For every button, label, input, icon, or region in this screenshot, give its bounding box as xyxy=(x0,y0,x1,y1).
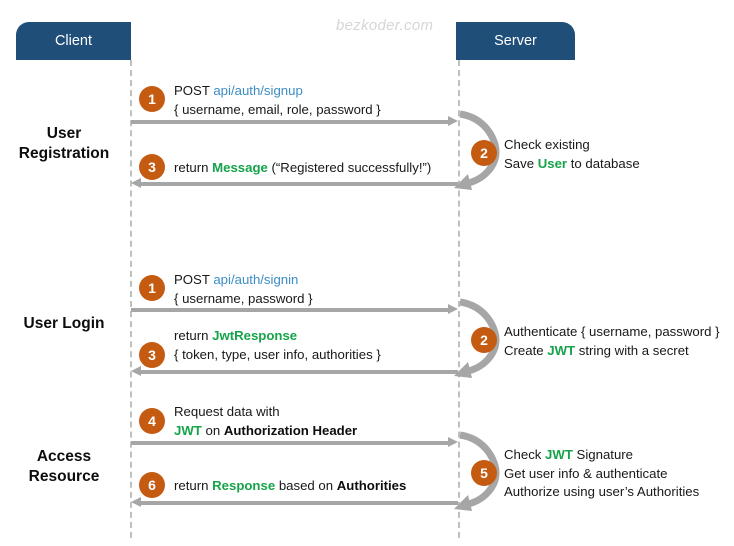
message-server-registration: Check existing Save User to database xyxy=(504,137,640,171)
section-label-access-resource: Access Resource xyxy=(28,448,100,485)
arrow-signup-request xyxy=(131,116,458,127)
message-server-login: Authenticate { username, password } Crea… xyxy=(504,324,720,358)
arrow-resource-response xyxy=(131,497,458,508)
watermark: bezkoder.com xyxy=(336,17,434,34)
message-resource-request: Request data with JWT on Authorization H… xyxy=(174,404,358,438)
badge-step-6: 6 xyxy=(139,472,165,498)
actor-client: Client xyxy=(16,22,131,60)
arrow-signin-response xyxy=(131,366,458,377)
lifeline-client xyxy=(130,60,132,538)
badge-step-3b: 3 xyxy=(139,342,165,368)
badge-step-3a: 3 xyxy=(139,154,165,180)
message-resource-response: return Response based on Authorities xyxy=(174,478,407,493)
badge-step-4: 4 xyxy=(139,408,165,434)
section-label-user-login: User Login xyxy=(23,315,105,332)
badge-step-1a: 1 xyxy=(139,86,165,112)
actor-client-label: Client xyxy=(54,33,93,49)
message-signin-request: POST api/auth/signin { username, passwor… xyxy=(174,272,313,306)
arrow-signin-request xyxy=(131,304,458,315)
message-signin-response: return JwtResponse { token, type, user i… xyxy=(174,328,381,362)
badge-step-2a: 2 xyxy=(471,140,497,166)
lifeline-server xyxy=(458,60,460,538)
section-label-user-registration: User Registration xyxy=(18,125,110,162)
badge-step-1b: 1 xyxy=(139,275,165,301)
badge-step-2b: 2 xyxy=(471,327,497,353)
badge-step-5: 5 xyxy=(471,460,497,486)
message-signup-response: return Message (“Registered successfully… xyxy=(174,160,432,175)
message-server-resource: Check JWT Signature Get user info & auth… xyxy=(504,447,700,500)
actor-server-label: Server xyxy=(494,33,537,49)
actor-server: Server xyxy=(456,22,575,60)
arrow-resource-request xyxy=(131,437,458,448)
arrow-signup-response xyxy=(131,178,458,189)
message-signup-request: POST api/auth/signup { username, email, … xyxy=(174,83,381,117)
